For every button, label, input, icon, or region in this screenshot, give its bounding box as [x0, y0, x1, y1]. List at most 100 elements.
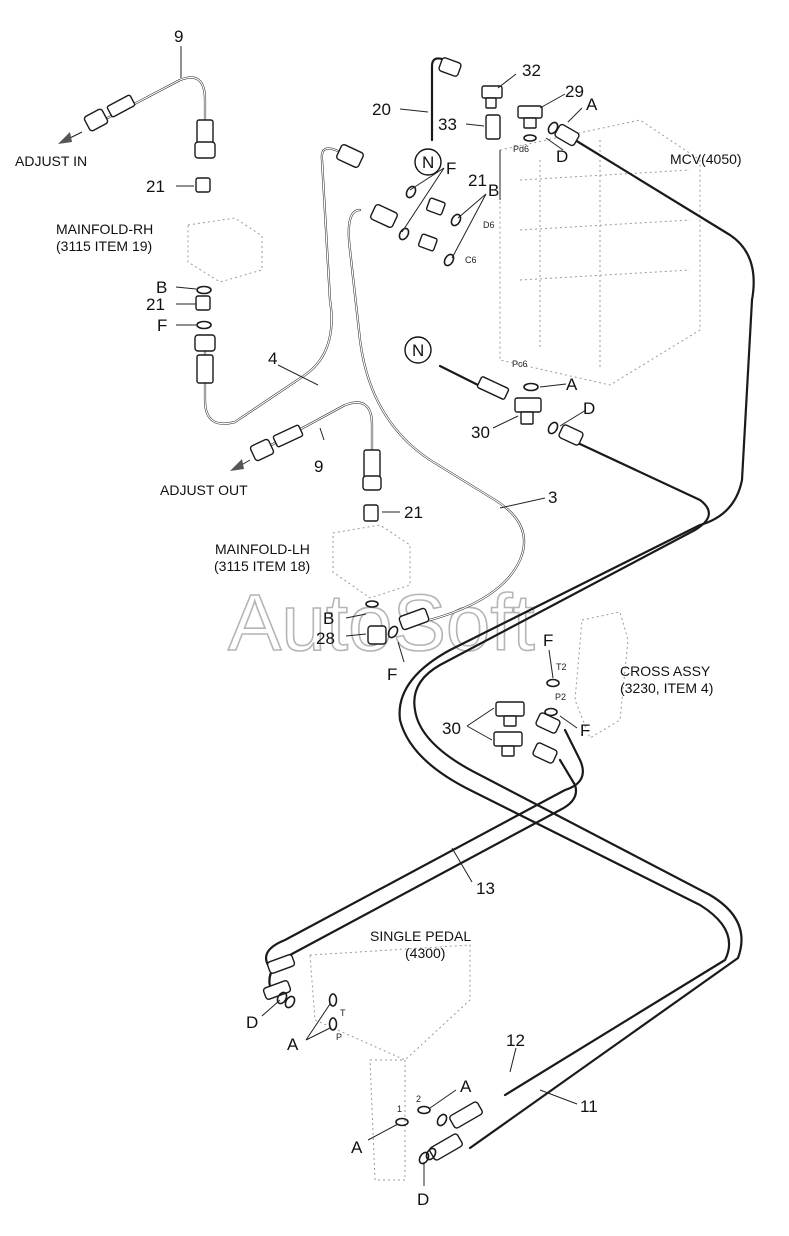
- callout-a-mid: A: [566, 375, 578, 394]
- label-single-pedal-ref: (4300): [405, 945, 445, 961]
- o-ring-f-left: [196, 320, 212, 330]
- callout-n-top: N: [422, 153, 434, 172]
- callout-21-mid: 21: [468, 171, 487, 190]
- fitting-mcv-d-end: [558, 424, 584, 446]
- callout-21-lh: 21: [404, 503, 423, 522]
- hose-13-a: [264, 728, 584, 967]
- mcv-component: [499, 119, 701, 386]
- callout-9-mid: 9: [314, 457, 323, 476]
- fitting-hose3-lh: [398, 607, 430, 631]
- o-ring-b-lh: [365, 600, 379, 608]
- hose-mcv-a: [398, 138, 755, 1097]
- fitting-21-mcv-b: [417, 233, 438, 252]
- port-c6: C6: [465, 255, 477, 265]
- callout-12: 12: [506, 1031, 525, 1050]
- callout-d-top: D: [556, 147, 568, 166]
- o-ring-port2: [417, 1105, 431, 1115]
- label-mainfold-lh-ref: (3115 ITEM 18): [214, 558, 310, 574]
- o-ring-b-left: [196, 285, 212, 295]
- o-ring-pd6: [523, 134, 537, 142]
- callout-20: 20: [372, 100, 391, 119]
- o-ring-a-mid: [523, 382, 539, 392]
- callout-30-cross: 30: [442, 719, 461, 738]
- adjust-in-arrow: [58, 131, 83, 144]
- fitting-30-mid: [514, 397, 542, 425]
- fitting-hose4-mcv: [336, 143, 364, 169]
- fitting-20-end: [438, 57, 462, 77]
- o-ring-d-bot-b: [425, 1147, 437, 1161]
- watermark: AutoSoft: [228, 578, 535, 667]
- o-ring-t-pedal: [328, 993, 338, 1007]
- o-ring-f-lh: [387, 625, 399, 639]
- callout-29: 29: [565, 82, 584, 101]
- port-d6: D6: [483, 220, 495, 230]
- callout-9-top: 9: [174, 27, 183, 46]
- callout-4: 4: [268, 349, 277, 368]
- callout-30-mid: 30: [471, 423, 490, 442]
- o-ring-port1: [395, 1117, 409, 1127]
- fitting-hose9-rh: [194, 119, 216, 159]
- callout-a-pedal: A: [287, 1035, 299, 1054]
- callout-b-rh: B: [156, 278, 167, 297]
- fitting-21-mcv-a: [425, 197, 446, 216]
- callout-21-rh-2: 21: [146, 295, 165, 314]
- hose-mcv-d: [413, 435, 743, 1150]
- callout-33: 33: [438, 115, 457, 134]
- fitting-pedal-a: [266, 954, 296, 974]
- o-ring-t2: [546, 678, 560, 688]
- callout-n-mid: N: [412, 341, 424, 360]
- callout-21-rh: 21: [146, 177, 165, 196]
- callout-a-top: A: [586, 95, 598, 114]
- callout-d-mid: D: [583, 399, 595, 418]
- label-cross-assy: CROSS ASSY: [620, 663, 711, 679]
- fitting-30-cross-b: [493, 731, 523, 757]
- hose-13-b: [268, 758, 578, 994]
- leader-lines: [175, 46, 587, 1186]
- fitting-30-cross-a: [495, 701, 525, 727]
- n-circle-top: [414, 148, 442, 176]
- callout-11: 11: [580, 1097, 598, 1116]
- hose-4: [203, 147, 342, 425]
- callout-28: 28: [316, 629, 335, 648]
- fitting-29: [517, 105, 543, 129]
- o-ring-b-mid-b: [443, 253, 455, 267]
- callout-f-cross-2: F: [580, 721, 590, 740]
- o-ring-p2: [544, 707, 558, 717]
- port-2: 2: [416, 1094, 421, 1104]
- fitting-21-lh: [363, 504, 379, 522]
- o-ring-f-top-a: [405, 185, 417, 199]
- o-ring-12: [436, 1113, 448, 1127]
- label-single-pedal: SINGLE PEDAL: [370, 928, 471, 944]
- callout-f-top: F: [446, 159, 456, 178]
- o-ring-d-pedal-b: [284, 995, 296, 1009]
- callout-f-rh: F: [157, 316, 167, 335]
- o-ring-d-mid: [547, 421, 559, 435]
- port-pc6: Pc6: [512, 359, 528, 369]
- fitting-adjust-in: [83, 94, 136, 132]
- fitting-32: [481, 85, 503, 109]
- callout-b-mid: B: [488, 181, 499, 200]
- label-mainfold-rh-ref: (3115 ITEM 19): [56, 238, 152, 254]
- o-ring-p-pedal: [328, 1017, 338, 1031]
- callout-d-bottom: D: [417, 1190, 429, 1209]
- fitting-28: [367, 625, 387, 645]
- port-pd6: Pd6: [513, 144, 529, 154]
- fitting-33-switch: [485, 114, 501, 140]
- callout-32: 32: [522, 61, 541, 80]
- n-circle-mid: [404, 336, 432, 364]
- fitting-11-end: [429, 1133, 463, 1161]
- fitting-adjust-out: [249, 424, 304, 462]
- hose-3: [347, 208, 526, 627]
- port-p: P: [336, 1032, 342, 1042]
- o-ring-a-top: [547, 121, 559, 135]
- fitting-hose4-rh: [194, 334, 216, 384]
- port-1: 1: [397, 1104, 402, 1114]
- mainfold-rh-component: [187, 217, 263, 283]
- single-pedal-component: [309, 944, 471, 1181]
- label-cross-assy-ref: (3230, ITEM 4): [620, 680, 713, 696]
- callout-f-lh: F: [387, 665, 397, 684]
- fitting-12-end: [449, 1101, 483, 1129]
- port-t2: T2: [556, 662, 567, 672]
- o-rings: [196, 121, 560, 1165]
- o-ring-d-pedal-a: [276, 991, 288, 1005]
